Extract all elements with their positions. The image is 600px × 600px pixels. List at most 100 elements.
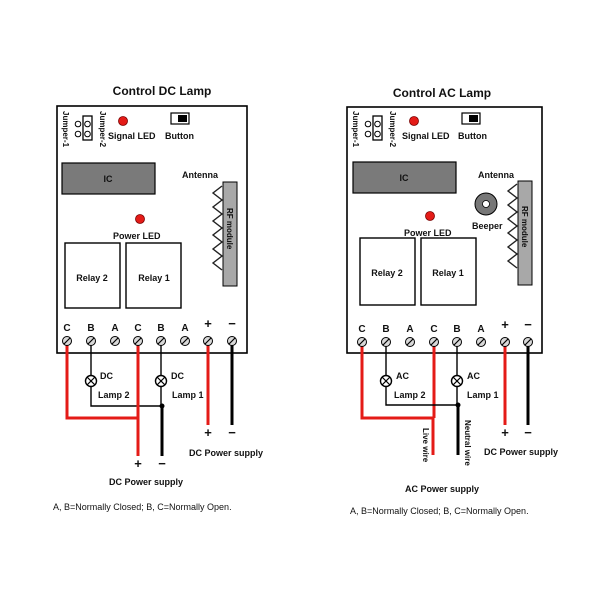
jumper-2-pin [374,130,381,138]
terminal-screw-slot [134,337,142,345]
power-led-label: Power LED [404,228,452,238]
junction-dot [159,403,165,409]
terminal-screw-slot [453,338,461,346]
supply-right-minus: − [524,425,532,440]
supply-right-label: DC Power supply [484,447,558,457]
terminal-block [62,336,237,346]
terminal-label: A [181,323,188,334]
jumper-1-label: Jumper-1 [61,111,70,148]
power-led-icon [135,214,145,224]
terminal-label: B [382,324,389,335]
jumper-2-label: Jumper-2 [98,111,107,148]
panel-dc-lamp: Control DC Lamp Jumper-1 Jumper-2 Signal… [53,84,263,512]
neutral-wire-label: Neutral wire [463,420,472,466]
terminal-label: B [453,324,460,335]
contact-note: A, B=Normally Closed; B, C=Normally Open… [53,502,232,512]
wiring [65,341,234,456]
lamp-2-label: Lamp 2 [98,390,130,400]
supply-bottom-label: AC Power supply [405,484,479,494]
antenna-coil-icon [506,183,519,269]
jumper-2-pin [84,120,91,128]
terminal-screw-slot [501,338,509,346]
jumper-2-pin [84,130,91,138]
beeper-label: Beeper [472,221,503,231]
terminal-label: − [228,316,236,331]
terminal-screw-slot [358,338,366,346]
terminal-screw-slot [382,338,390,346]
signal-led-label: Signal LED [108,131,156,141]
signal-led-icon [118,116,128,126]
rf-module-label: RF module [225,208,234,250]
terminal-label: B [157,323,164,334]
terminal-label: C [430,324,437,335]
terminal-screw-slot [63,337,71,345]
jumper-2-label: Jumper-2 [388,111,397,148]
supply-right-plus: + [204,425,212,440]
ic-chip [352,161,457,194]
rf-module-label: RF module [520,206,529,248]
terminal-screw-slot [477,338,485,346]
ic-chip [61,162,156,195]
wiring [360,342,530,455]
terminal-screw-slot [430,338,438,346]
ic-label: IC [400,173,410,183]
terminal-label: + [204,316,212,331]
receiver-board [346,106,543,354]
terminal-screw-slot [204,337,212,345]
terminal-block [357,337,533,347]
panel-ac-lamp: Control AC Lamp Jumper-1 Jumper-2 Signal… [346,86,558,516]
live-wire-label: Live wire [421,428,430,463]
terminal-labels: C B A C B A + − [63,316,236,334]
contact-note: A, B=Normally Closed; B, C=Normally Open… [350,506,529,516]
terminal-label: C [358,324,365,335]
jumper-2-cap [82,115,93,141]
ic-label: IC [104,174,114,184]
antenna-label: Antenna [478,170,515,180]
lamp-2-type-label: DC [100,371,113,381]
lamp-1-icon [154,374,168,388]
terminal-label: A [477,324,484,335]
relay-2 [64,242,121,309]
lamp-2-type-label: AC [396,371,409,381]
button-knob [469,115,478,122]
relay-1-label: Relay 1 [138,273,170,283]
terminal-label: + [501,317,509,332]
lamp-2-icon [84,374,98,388]
terminal-screw-slot [524,338,532,346]
supply-bottom-plus: + [134,456,142,471]
antenna-label: Antenna [182,170,219,180]
jumper-2-cap [372,115,383,141]
terminal-screw-slot [157,337,165,345]
panel-title: Control DC Lamp [113,84,212,98]
terminal-screw-slot [181,337,189,345]
supply-right-plus: + [501,425,509,440]
terminal-screw-slot [111,337,119,345]
relay-2 [359,237,416,306]
wire-live [360,342,435,455]
button-label: Button [458,131,487,141]
wire-lamp2-return [385,386,458,406]
lamp-1-icon [450,374,464,388]
relay-2-label: Relay 2 [371,268,403,278]
antenna-coil-icon [211,185,224,271]
terminal-label: A [111,323,118,334]
jumper-1-pin [74,120,82,128]
button-knob [178,115,187,122]
relay-1 [420,237,477,306]
lamp-1-type-label: AC [467,371,480,381]
jumper-block: Jumper-1 Jumper-2 [61,111,107,148]
signal-led-icon [409,116,419,126]
jumper-1-pin [364,130,372,138]
supply-bottom-minus: − [158,456,166,471]
rf-module [517,180,533,286]
jumper-1-label: Jumper-1 [351,111,360,148]
jumper-1-pin [364,120,372,128]
beeper-icon [474,192,498,216]
jumper-1-pin [74,130,82,138]
terminal-label: C [134,323,141,334]
jumper-block: Jumper-1 Jumper-2 [351,111,397,148]
terminal-screw-slot [406,338,414,346]
receiver-board [56,105,248,354]
power-led-icon [425,211,435,221]
relay-1 [125,242,182,309]
